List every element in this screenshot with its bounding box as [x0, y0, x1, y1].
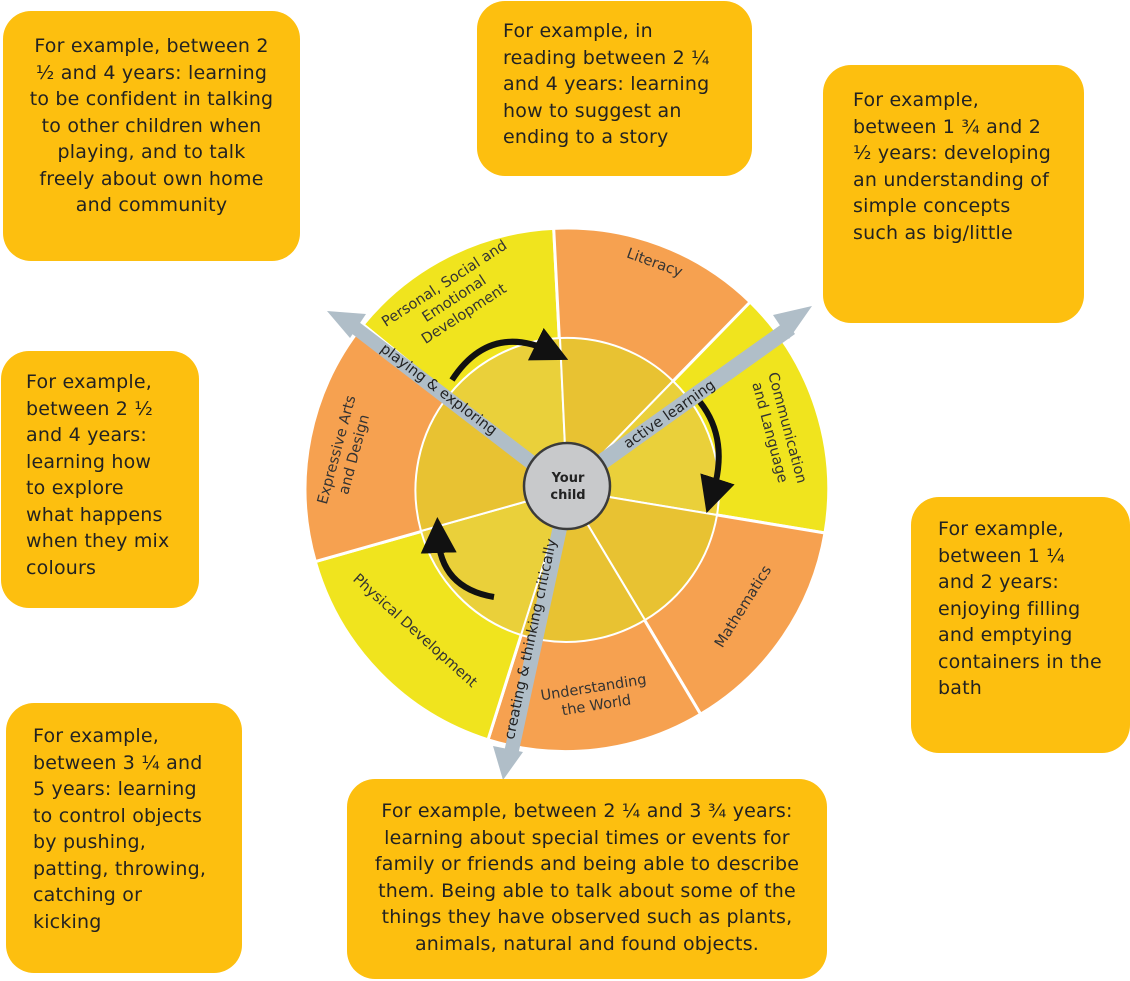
cycle-arrow-right	[697, 400, 735, 514]
cycle-arrow-top	[449, 327, 569, 382]
cycle-arrow-left	[420, 517, 495, 600]
example-box-communication: For example, between 1 ¾ and 2 ½ years: …	[823, 65, 1084, 323]
example-box-literacy: For example, in reading between 2 ¼ and …	[477, 1, 752, 176]
example-box-mathematics: For example, between 1 ¼ and 2 years: en…	[911, 497, 1130, 753]
example-text-mathematics: For example, between 1 ¼ and 2 years: en…	[938, 518, 1102, 699]
example-text-understanding: For example, between 2 ¼ and 3 ¾ years: …	[374, 800, 800, 955]
example-box-understanding: For example, between 2 ¼ and 3 ¾ years: …	[347, 779, 827, 979]
example-text-psed: For example, between 2 ½ and 4 years: le…	[29, 35, 274, 216]
example-box-expressive: For example, between 2 ½ and 4 years: le…	[1, 351, 199, 608]
example-text-physical: For example, between 3 ¼ and 5 years: le…	[33, 725, 207, 933]
hub-label-child: child	[550, 488, 585, 503]
example-text-literacy: For example, in reading between 2 ¼ and …	[503, 20, 710, 148]
hub-label-your: Your	[551, 471, 585, 486]
hub-circle	[522, 441, 612, 531]
example-box-psed: For example, between 2 ½ and 4 years: le…	[3, 11, 300, 261]
example-text-expressive: For example, between 2 ½ and 4 years: le…	[26, 371, 170, 579]
example-text-communication: For example, between 1 ¾ and 2 ½ years: …	[853, 89, 1052, 244]
example-box-physical: For example, between 3 ¼ and 5 years: le…	[6, 703, 242, 973]
